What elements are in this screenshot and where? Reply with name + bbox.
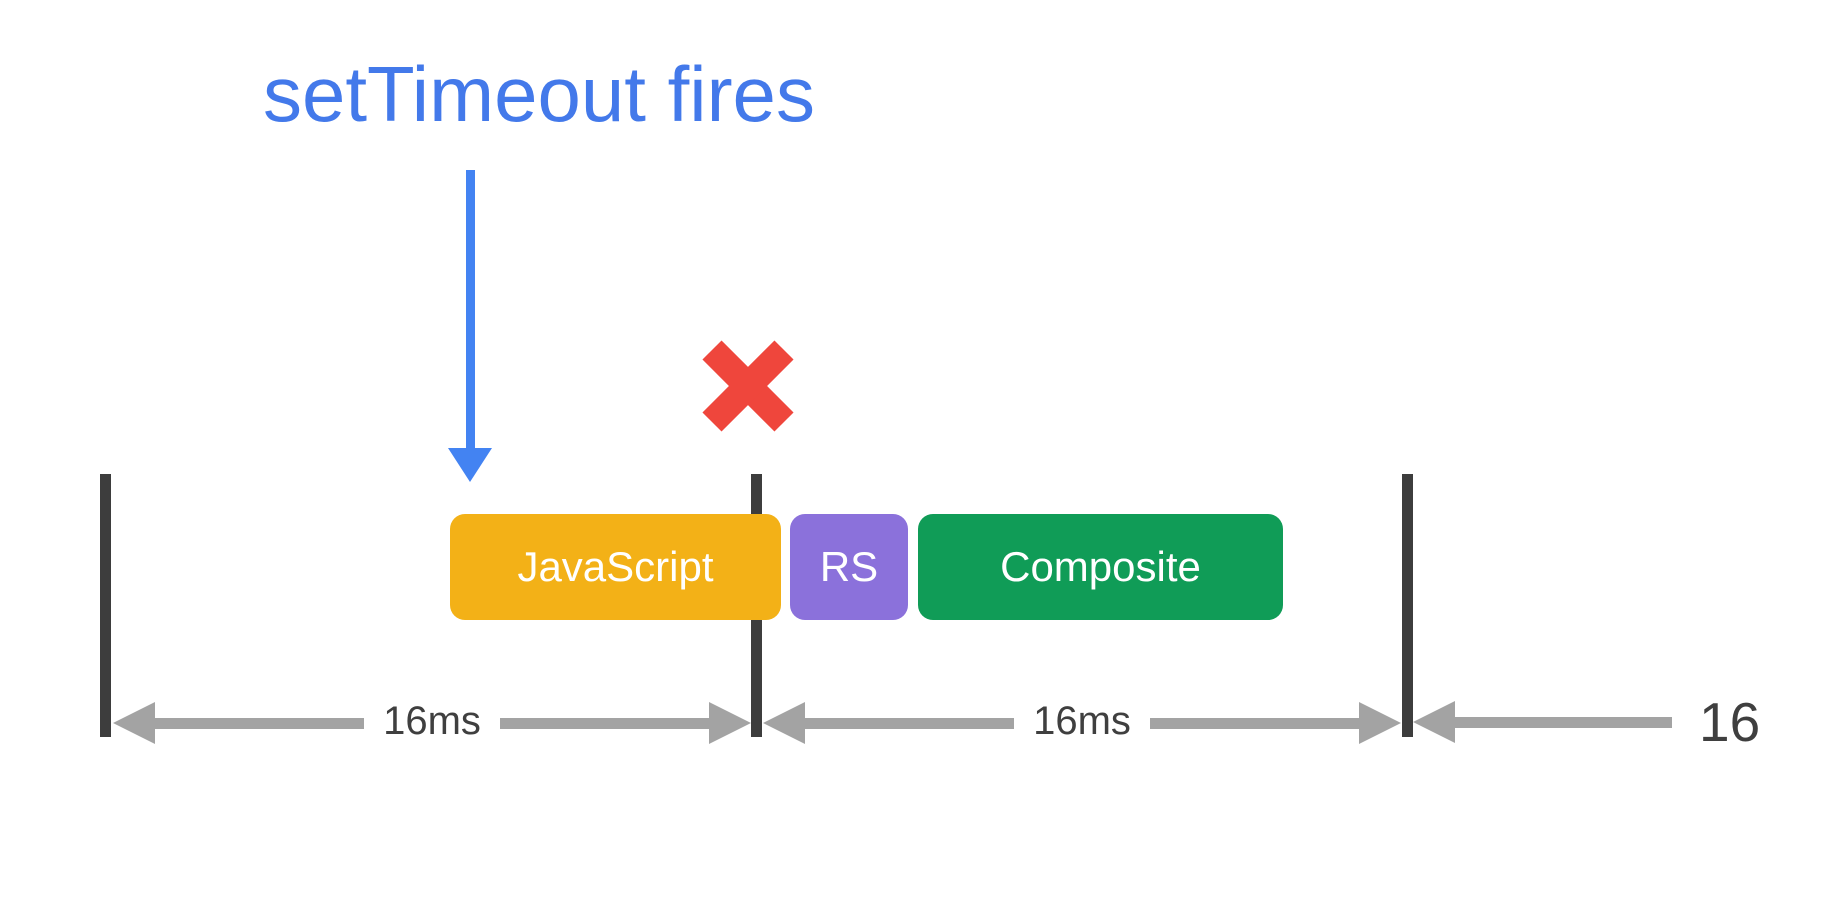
arrowhead-right-icon [1359,702,1401,744]
down-arrow-head [448,448,492,482]
arrow-shaft [805,717,1015,729]
down-arrow-shaft [466,170,475,448]
frame-boundary-tick [100,474,111,737]
interval-arrow-2: 16ms [763,699,1401,744]
interval-arrow-1: 16ms [113,699,751,744]
arrowhead-left-icon [763,702,805,744]
arrow-shaft [155,717,365,729]
frame-boundary-tick [1402,474,1413,737]
settimeout-fires-label: setTimeout fires [263,50,815,138]
arrowhead-left-icon [1413,701,1455,743]
task-block-recalc-styles: RS [790,514,908,620]
missed-frame-x-icon [702,340,794,432]
task-block-javascript: JavaScript [450,514,781,620]
arrowhead-right-icon [709,702,751,744]
arrow-shaft [1455,716,1672,728]
arrowhead-left-icon [113,702,155,744]
arrow-shaft [1149,717,1359,729]
interval-label: 16ms [1033,699,1131,743]
interval-label: 16ms [383,699,481,743]
interval-label: 16 [1699,700,1761,744]
interval-arrow-3: 16 [1413,700,1838,744]
task-block-composite: Composite [918,514,1283,620]
arrow-shaft [499,717,709,729]
down-arrow-icon [448,170,493,482]
